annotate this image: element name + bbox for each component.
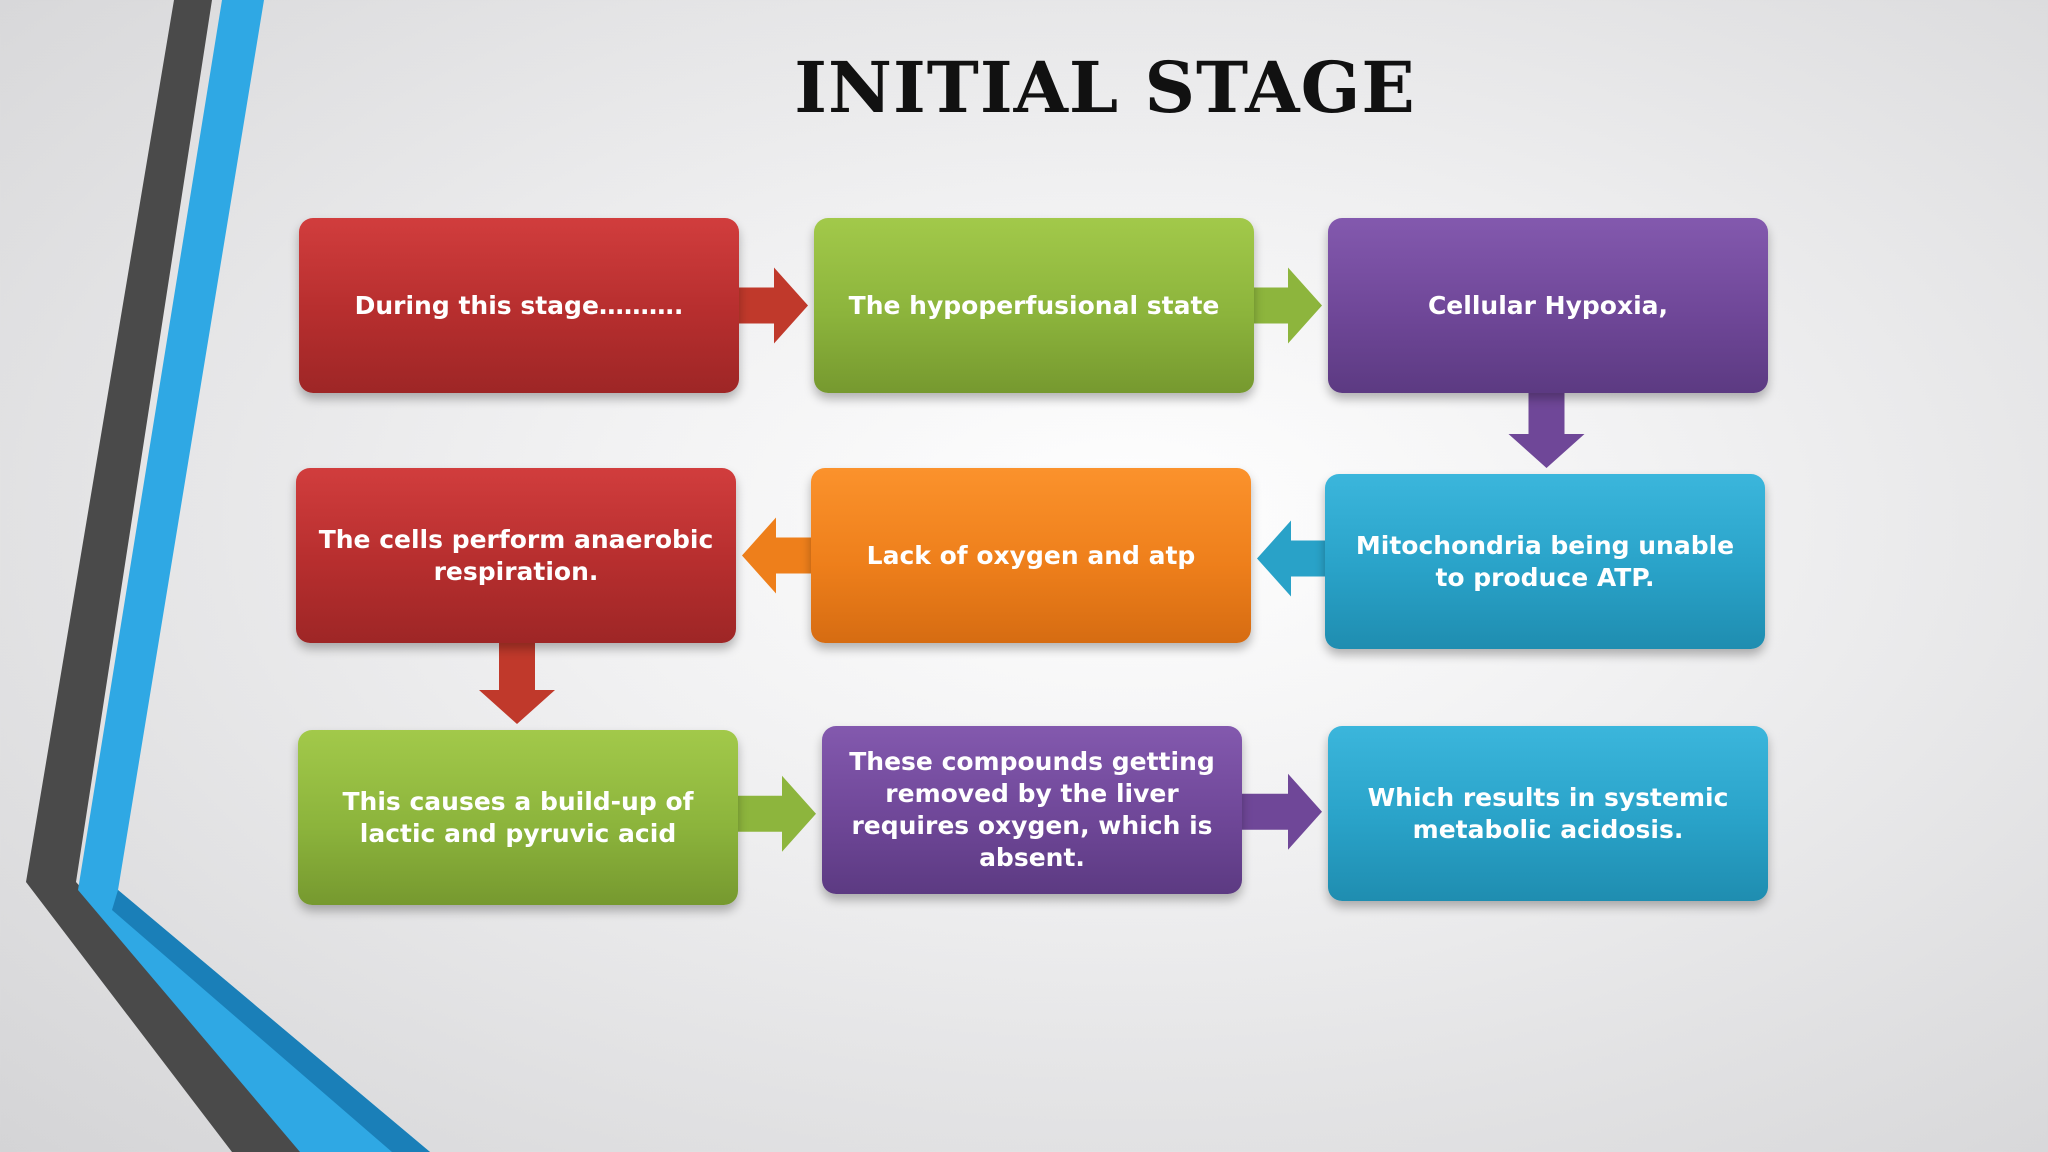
flow-arrow-b7-to-b8: [734, 775, 816, 852]
flow-box-metabolic-acidosis: Which results in systemic metabolic acid…: [1328, 726, 1768, 901]
flow-arrow-b5-to-b6: [742, 517, 815, 594]
flow-box-during-this-stage: During this stage……….: [299, 218, 739, 393]
flow-arrow-b8-to-b9: [1238, 773, 1322, 850]
flow-arrow-b6-to-b7: [479, 639, 555, 724]
flow-box-liver-removal: These compounds getting removed by the l…: [822, 726, 1242, 894]
flow-box-anaerobic-respiration: The cells perform anaerobic respiration.: [296, 468, 736, 643]
flow-arrow-b4-to-b5: [1257, 520, 1329, 597]
dark-blue-stripe: [112, 890, 430, 1152]
flow-box-hypoperfusional-state: The hypoperfusional state: [814, 218, 1254, 393]
blue-stripe: [78, 0, 430, 1152]
gray-stripe: [26, 0, 318, 1152]
flow-arrow-b2-to-b3: [1250, 267, 1322, 344]
flow-box-mitochondria: Mitochondria being unable to produce ATP…: [1325, 474, 1765, 649]
flow-arrow-b3-to-b4: [1508, 389, 1585, 468]
flow-box-lactic-pyruvic-acid: This causes a build-up of lactic and pyr…: [298, 730, 738, 905]
flow-box-cellular-hypoxia: Cellular Hypoxia,: [1328, 218, 1768, 393]
flow-arrow-b1-to-b2: [735, 267, 808, 344]
slide-title: INITIAL STAGE: [794, 46, 1416, 129]
flow-box-lack-of-oxygen: Lack of oxygen and atp: [811, 468, 1251, 643]
